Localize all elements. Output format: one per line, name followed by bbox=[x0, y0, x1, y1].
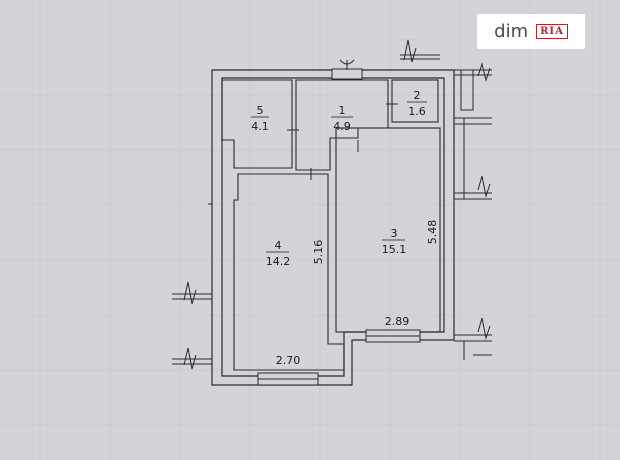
openings bbox=[257, 59, 421, 386]
room-4-width-dimension: 2.70 bbox=[276, 354, 301, 367]
watermark-logo: RIA bbox=[536, 24, 568, 39]
watermark: dim RIA bbox=[477, 14, 585, 49]
room-1-area: 4.9 bbox=[333, 120, 351, 133]
room-2-area: 1.6 bbox=[408, 105, 426, 118]
exterior-details bbox=[172, 39, 492, 370]
room-1-number: 1 bbox=[339, 104, 346, 117]
interior-walls bbox=[221, 79, 441, 371]
room-label-dividers bbox=[251, 101, 427, 253]
room-3-length-dimension: 5.48 bbox=[426, 220, 439, 245]
room-5-area: 4.1 bbox=[251, 120, 269, 133]
room-3-width-dimension: 2.89 bbox=[385, 315, 410, 328]
room-3-number: 3 bbox=[391, 227, 398, 240]
room-3-area: 15.1 bbox=[382, 243, 407, 256]
room-4-area: 14.2 bbox=[266, 255, 291, 268]
watermark-text: dim bbox=[494, 21, 529, 42]
room-4-number: 4 bbox=[275, 239, 282, 252]
room-2-number: 2 bbox=[414, 89, 421, 102]
room-4-length-dimension: 5.16 bbox=[312, 240, 325, 265]
room-5-number: 5 bbox=[257, 104, 264, 117]
